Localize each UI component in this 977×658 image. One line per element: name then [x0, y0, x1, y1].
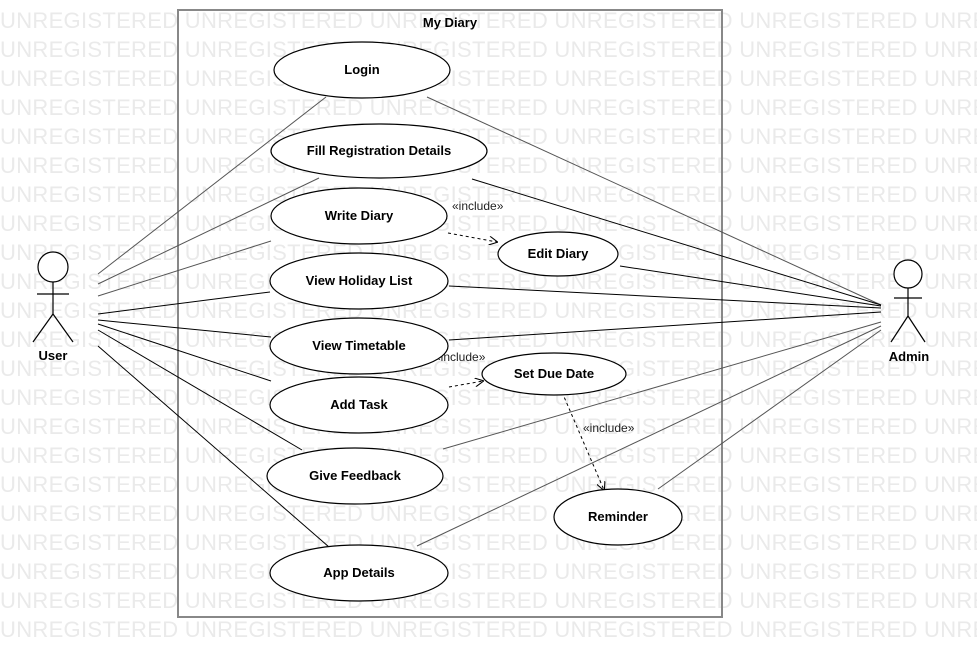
- use-case-view-holiday-label: View Holiday List: [306, 273, 413, 288]
- include-label-edit: «include»: [452, 199, 504, 213]
- admin-edit-diary-association: [619, 265, 882, 307]
- use-case-give-feedback-label: Give Feedback: [309, 468, 402, 483]
- include-label-reminder: «include»: [583, 421, 635, 435]
- user-feedback-association: [97, 329, 303, 451]
- actor-admin-label: Admin: [889, 349, 930, 364]
- system-title: My Diary: [423, 15, 478, 30]
- user-add-task-association: [97, 323, 272, 382]
- admin-timetable-association: [448, 311, 882, 341]
- user-holiday-association: [97, 291, 271, 315]
- admin-associations: [416, 96, 882, 547]
- use-case-fill-registration-label: Fill Registration Details: [307, 143, 451, 158]
- use-case-add-task-label: Add Task: [330, 397, 388, 412]
- user-registration-association: [97, 177, 320, 285]
- use-case-login[interactable]: Login: [273, 41, 451, 99]
- include-task-to-due-date: [448, 381, 483, 388]
- use-case-edit-diary-label: Edit Diary: [528, 246, 589, 261]
- actor-user[interactable]: [32, 251, 74, 343]
- use-case-fill-registration[interactable]: Fill Registration Details: [270, 123, 488, 179]
- user-app-details-association: [97, 345, 330, 548]
- use-case-app-details-label: App Details: [323, 565, 395, 580]
- admin-login-association: [426, 96, 882, 306]
- use-case-edit-diary[interactable]: Edit Diary: [497, 231, 619, 277]
- include-write-to-edit: [447, 232, 497, 242]
- admin-reminder-association: [657, 329, 882, 490]
- admin-feedback-association: [442, 321, 882, 450]
- use-case-set-due-date-label: Set Due Date: [514, 366, 594, 381]
- include-label-due-date: «include»: [434, 350, 486, 364]
- use-case-app-details[interactable]: App Details: [269, 544, 449, 602]
- use-case-write-diary[interactable]: Write Diary: [270, 187, 448, 245]
- include-due-date-to-reminder: [561, 391, 604, 490]
- user-login-association: [97, 96, 327, 275]
- use-case-write-diary-label: Write Diary: [325, 208, 394, 223]
- system-boundary: [177, 9, 723, 618]
- use-case-view-timetable[interactable]: View Timetable: [269, 317, 449, 375]
- use-case-add-task[interactable]: Add Task: [269, 376, 449, 434]
- use-case-reminder-label: Reminder: [588, 509, 648, 524]
- use-case-reminder[interactable]: Reminder: [553, 488, 683, 546]
- actor-user-label: User: [39, 348, 68, 363]
- actor-user-head: [37, 251, 69, 283]
- user-associations: [97, 96, 330, 548]
- admin-app-details-association: [416, 325, 882, 547]
- actor-admin-head: [893, 259, 923, 289]
- user-write-diary-association: [97, 240, 272, 297]
- include-dependencies: [447, 232, 604, 490]
- admin-holiday-association: [448, 285, 882, 309]
- admin-registration-association: [471, 178, 882, 306]
- use-case-view-holiday[interactable]: View Holiday List: [269, 252, 449, 310]
- use-case-give-feedback[interactable]: Give Feedback: [266, 447, 444, 505]
- use-case-view-timetable-label: View Timetable: [312, 338, 405, 353]
- actor-admin[interactable]: [890, 259, 926, 343]
- use-case-set-due-date[interactable]: Set Due Date: [481, 352, 627, 396]
- user-timetable-association: [97, 319, 272, 338]
- use-case-login-label: Login: [344, 62, 379, 77]
